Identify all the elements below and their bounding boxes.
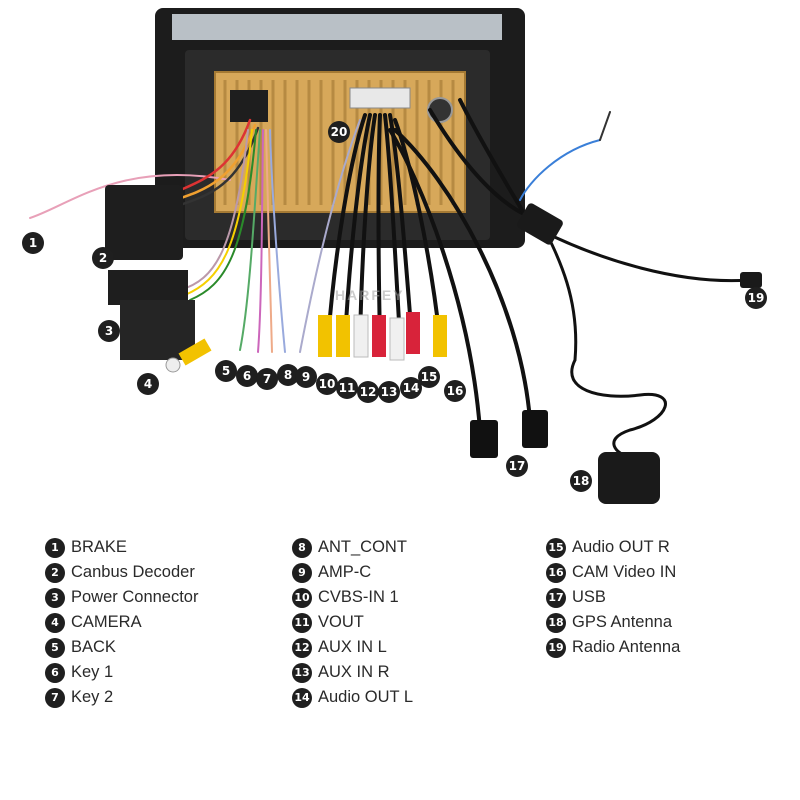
- legend-item: 6 Key 1: [45, 660, 198, 685]
- inline-module: [517, 203, 563, 245]
- callout-5: 5: [215, 360, 237, 382]
- legend-label: CVBS-IN 1: [318, 588, 399, 606]
- callout-16: 16: [444, 380, 466, 402]
- legend-badge: 17: [546, 587, 566, 608]
- callout-3: 3: [98, 320, 120, 342]
- callout-8: 8: [277, 364, 299, 386]
- legend-badge: 9: [292, 562, 312, 583]
- legend-label: Radio Antenna: [572, 638, 681, 656]
- legend-badge: 4: [45, 612, 65, 633]
- legend-badge: 7: [45, 687, 65, 708]
- legend-item: 17 USB: [546, 585, 680, 610]
- callout-12: 12: [357, 381, 379, 403]
- legend-badge: 11: [292, 612, 312, 633]
- legend-label: CAM Video IN: [572, 563, 677, 581]
- legend-label: Canbus Decoder: [71, 563, 195, 581]
- legend-label: ANT_CONT: [318, 538, 407, 556]
- callout-18: 18: [570, 470, 592, 492]
- legend-label: AUX IN R: [318, 663, 390, 681]
- legend-label: CAMERA: [71, 613, 142, 631]
- harness-illustration: [29, 8, 762, 504]
- callout-14: 14: [400, 377, 422, 399]
- callout-2: 2: [92, 247, 114, 269]
- callout-19: 19: [745, 287, 767, 309]
- power-connector: [108, 270, 195, 360]
- legend-item: 14 Audio OUT L: [292, 685, 413, 710]
- legend-item: 18 GPS Antenna: [546, 610, 680, 635]
- legend-label: Audio OUT L: [318, 688, 414, 706]
- legend-item: 13 AUX IN R: [292, 660, 413, 685]
- callout-7: 7: [256, 368, 278, 390]
- legend-badge: 18: [546, 612, 566, 633]
- legend-badge: 10: [292, 587, 312, 608]
- legend-label: Key 2: [71, 688, 114, 706]
- callout-1: 1: [22, 232, 44, 254]
- legend-label: Key 1: [71, 663, 114, 681]
- legend-badge: 16: [546, 562, 566, 583]
- legend-item: 16 CAM Video IN: [546, 560, 680, 585]
- legend-label: GPS Antenna: [572, 613, 672, 631]
- legend-label: VOUT: [318, 613, 364, 631]
- canbus-decoder: [105, 185, 183, 260]
- legend-badge: 5: [45, 637, 65, 658]
- gps-antenna: [570, 359, 667, 504]
- callout-10: 10: [316, 373, 338, 395]
- legend-badge: 1: [45, 537, 65, 558]
- legend-label: Audio OUT R: [572, 538, 670, 556]
- legend-badge: 15: [546, 537, 566, 558]
- legend-label: USB: [572, 588, 606, 606]
- legend-label: Power Connector: [71, 588, 199, 606]
- legend-item: 8 ANT_CONT: [292, 535, 413, 560]
- legend-label: AMP-C: [318, 563, 372, 581]
- callout-6: 6: [236, 365, 258, 387]
- legend-badge: 3: [45, 587, 65, 608]
- legend-item: 11 VOUT: [292, 610, 413, 635]
- legend-item: 15 Audio OUT R: [546, 535, 680, 560]
- callout-11: 11: [336, 377, 358, 399]
- legend-badge: 2: [45, 562, 65, 583]
- usb-connectors: [470, 410, 548, 458]
- legend-badge: 19: [546, 637, 566, 658]
- legend-badge: 13: [292, 662, 312, 683]
- callout-13: 13: [378, 381, 400, 403]
- legend-item: 12 AUX IN L: [292, 635, 413, 660]
- callout-9: 9: [295, 366, 317, 388]
- legend-badge: 14: [292, 687, 312, 708]
- callout-4: 4: [137, 373, 159, 395]
- legend-item: 1 BRAKE: [45, 535, 198, 560]
- rca-plugs: [318, 312, 447, 361]
- legend-item: 7 Key 2: [45, 685, 198, 710]
- legend-item: 3 Power Connector: [45, 585, 198, 610]
- legend-item: 4 CAMERA: [45, 610, 198, 635]
- callout-17: 17: [506, 455, 528, 477]
- legend-item: 2 Canbus Decoder: [45, 560, 198, 585]
- callout-20: 20: [328, 121, 350, 143]
- legend-item: 5 BACK: [45, 635, 198, 660]
- legend-badge: 8: [292, 537, 312, 558]
- legend-label: BACK: [71, 638, 116, 656]
- radio-antenna-plug: [740, 272, 762, 288]
- watermark-text: HARFEY: [335, 287, 405, 303]
- legend-item: 9 AMP-C: [292, 560, 413, 585]
- legend-column-3: 15 Audio OUT R 16 CAM Video IN 17 USB 18 GPS…: [546, 535, 680, 660]
- legend-badge: 6: [45, 662, 65, 683]
- legend-label: AUX IN L: [318, 638, 387, 656]
- legend-badge: 12: [292, 637, 312, 658]
- callout-15: 15: [418, 366, 440, 388]
- legend-item: 19 Radio Antenna: [546, 635, 680, 660]
- legend-item: 10 CVBS-IN 1: [292, 585, 413, 610]
- camera-rca: [165, 338, 212, 373]
- legend-label: BRAKE: [71, 538, 127, 556]
- wiring-diagram: HARFEY 1 2 3 4 5 6 7 8 9 10 11 12 13 14 …: [22, 8, 767, 504]
